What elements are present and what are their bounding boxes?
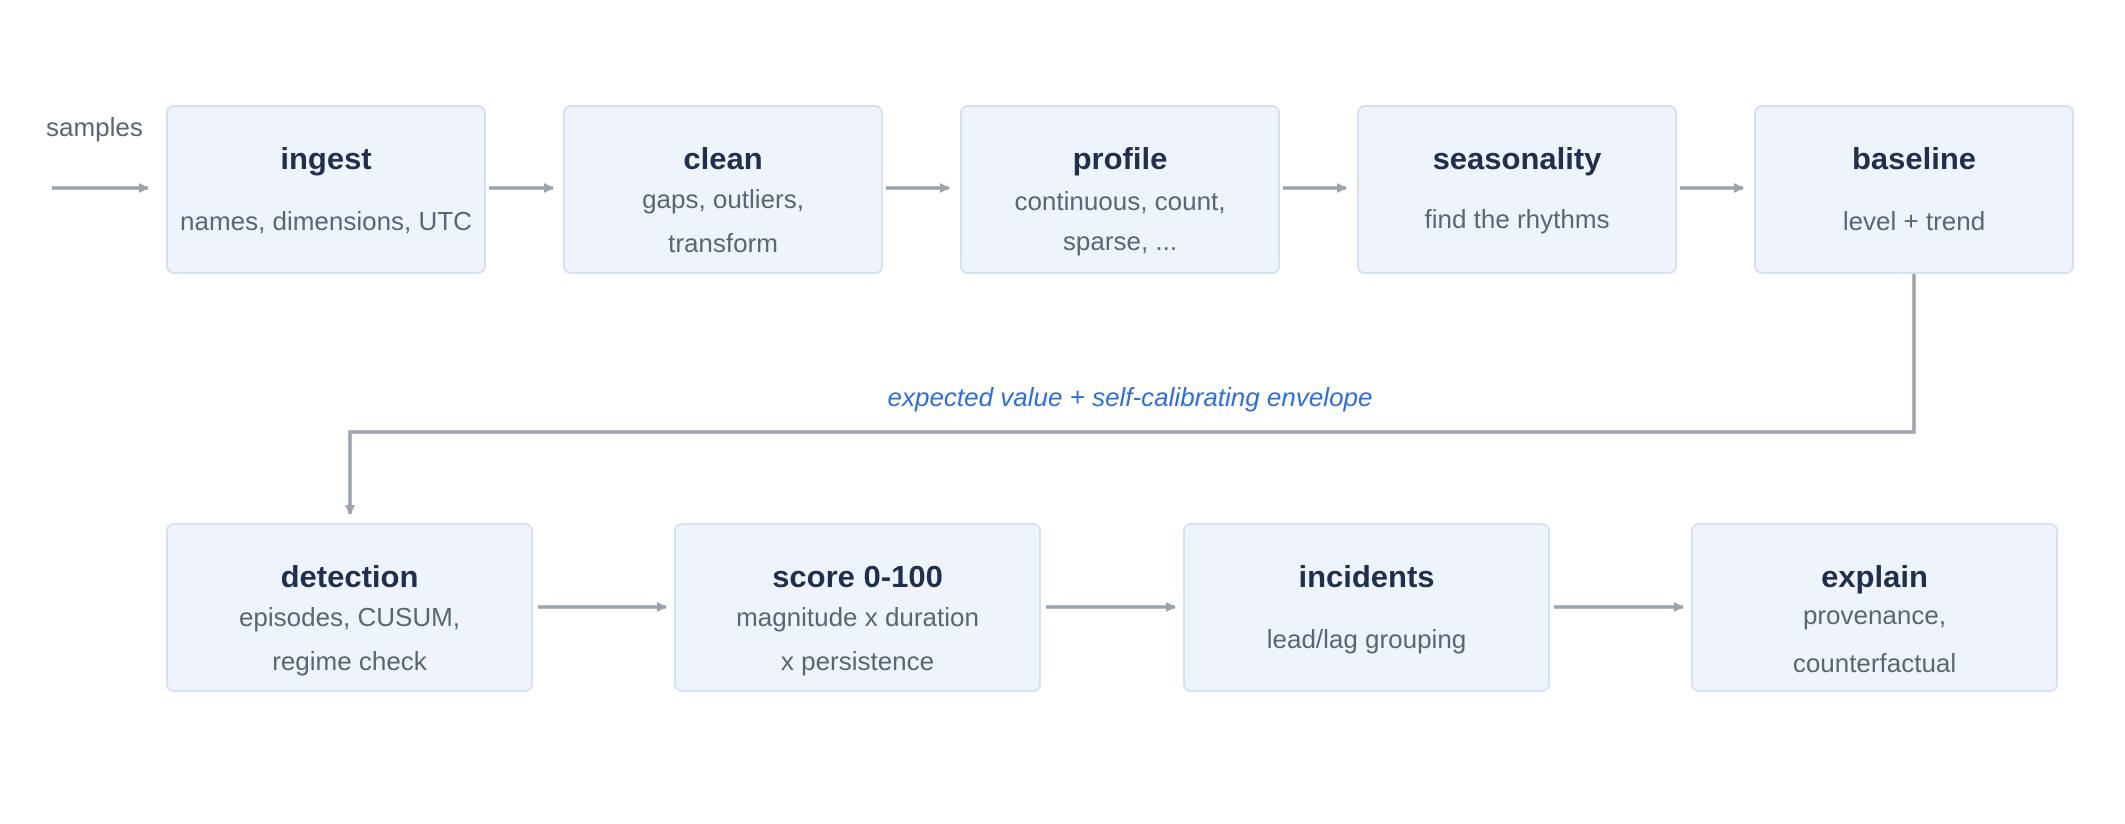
node-desc: counterfactual: [1792, 648, 1957, 678]
node-detection: detection episodes, CUSUM, regime check: [166, 523, 533, 692]
node-title: profile: [1072, 141, 1168, 176]
node-title: incidents: [1298, 559, 1435, 594]
node-desc: transform: [668, 228, 778, 258]
node-score: score 0-100 magnitude x duration x persi…: [674, 523, 1041, 692]
node-desc: find the rhythms: [1424, 204, 1610, 234]
node-title: detection: [280, 559, 419, 594]
node-desc: continuous, count,: [1014, 186, 1226, 216]
node-baseline: baseline level + trend: [1754, 105, 2074, 274]
node-title: explain: [1821, 559, 1928, 594]
node-desc: magnitude x duration: [736, 602, 979, 632]
samples-label: samples: [46, 112, 143, 142]
node-incidents: incidents lead/lag grouping: [1183, 523, 1550, 692]
node-ingest: ingest names, dimensions, UTC: [166, 105, 486, 274]
node-title: seasonality: [1432, 141, 1602, 176]
arrow-baseline-to-detection: [345, 273, 1916, 515]
node-title: ingest: [280, 141, 372, 176]
node-title: score 0-100: [772, 559, 943, 594]
node-desc: provenance,: [1802, 600, 1947, 630]
node-seasonality: seasonality find the rhythms: [1357, 105, 1677, 274]
node-desc: sparse, ...: [1062, 226, 1178, 256]
node-desc: episodes, CUSUM,: [238, 602, 461, 632]
envelope-edge-label: expected value + self-calibrating envelo…: [887, 382, 1373, 412]
node-desc: names, dimensions, UTC: [180, 206, 472, 236]
node-clean: clean gaps, outliers, transform: [563, 105, 883, 274]
node-desc: x persistence: [780, 646, 935, 676]
node-desc: regime check: [272, 646, 427, 676]
node-profile: profile continuous, count, sparse, ...: [960, 105, 1280, 274]
node-desc: level + trend: [1842, 206, 1986, 236]
node-explain: explain provenance, counterfactual: [1691, 523, 2058, 692]
node-title: baseline: [1851, 141, 1977, 176]
node-desc: lead/lag grouping: [1266, 624, 1467, 654]
node-title: clean: [683, 141, 763, 176]
node-desc: gaps, outliers,: [642, 184, 804, 214]
